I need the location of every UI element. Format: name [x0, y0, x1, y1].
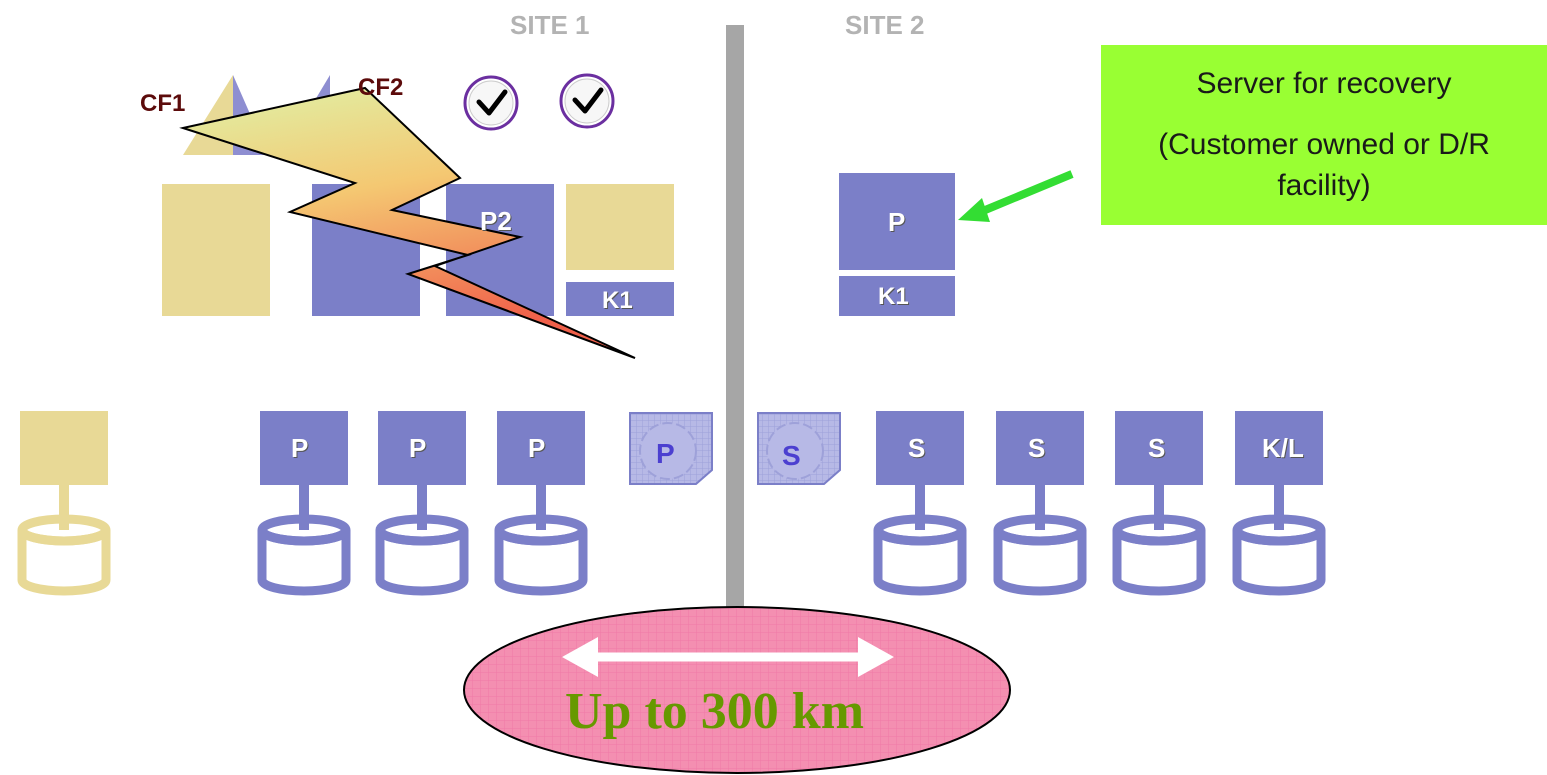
- s-box-4: [1115, 411, 1203, 485]
- site1-label: SITE 1: [510, 10, 590, 40]
- disk-icon: [873, 485, 967, 596]
- recovery-server-top: [839, 173, 955, 270]
- s-box-3: [996, 411, 1084, 485]
- disk-icon: [375, 485, 469, 596]
- site1-khaki-top: [566, 184, 674, 270]
- khaki-disk-box: [20, 411, 108, 485]
- disk-icon: [1232, 485, 1326, 596]
- disk-icon: [1112, 485, 1206, 596]
- cf1-label: CF1: [140, 90, 186, 117]
- recovery-callout: Server for recovery (Customer owned or D…: [1101, 45, 1547, 225]
- callout-line-2: (Customer owned or D/R: [1158, 128, 1490, 161]
- recovery-server-bottom: [839, 276, 955, 316]
- recovery-server-p-label: P: [888, 207, 906, 237]
- disk-label-7: S: [1028, 433, 1046, 463]
- site-divider: [726, 25, 744, 625]
- callout-line-3: facility): [1277, 169, 1371, 202]
- recovery-server-k1-label: K1: [878, 283, 909, 310]
- p-box-2: [378, 411, 466, 485]
- p-box-1: [260, 411, 348, 485]
- disk-label-4: P: [656, 438, 675, 469]
- site1-k1-box: [566, 282, 674, 316]
- site2-label: SITE 2: [845, 10, 925, 40]
- disk-label-1: P: [291, 433, 309, 463]
- disk-label-3: P: [528, 433, 546, 463]
- disk-icon: [257, 485, 351, 596]
- disk-icon: [993, 485, 1087, 596]
- distance-label: Up to 300 km: [565, 683, 865, 740]
- s-box-2: [876, 411, 964, 485]
- clock-icon: [463, 75, 519, 131]
- disk-label-6: S: [908, 433, 926, 463]
- p-box-3: [497, 411, 585, 485]
- p2-label: P2: [480, 206, 512, 236]
- disk-icon: [17, 485, 111, 596]
- green-arrow-icon: [958, 170, 1074, 222]
- clock-icon: [559, 73, 615, 129]
- double-arrow-icon: [562, 637, 894, 677]
- cf1-triangle: [183, 75, 233, 155]
- site1-k1-label: K1: [602, 287, 633, 314]
- disk-icon: [494, 485, 588, 596]
- disk-label-8: S: [1148, 433, 1166, 463]
- cf2-label: CF2: [358, 74, 404, 101]
- lightning-bolt-icon: [179, 86, 636, 359]
- site1-khaki-box: [162, 184, 270, 316]
- kl-box: [1235, 411, 1323, 485]
- callout-line-1: Server for recovery: [1196, 67, 1452, 100]
- disk-label-2: P: [409, 433, 427, 463]
- disk-label-9: K/L: [1262, 433, 1304, 463]
- disk-label-5: S: [782, 440, 801, 471]
